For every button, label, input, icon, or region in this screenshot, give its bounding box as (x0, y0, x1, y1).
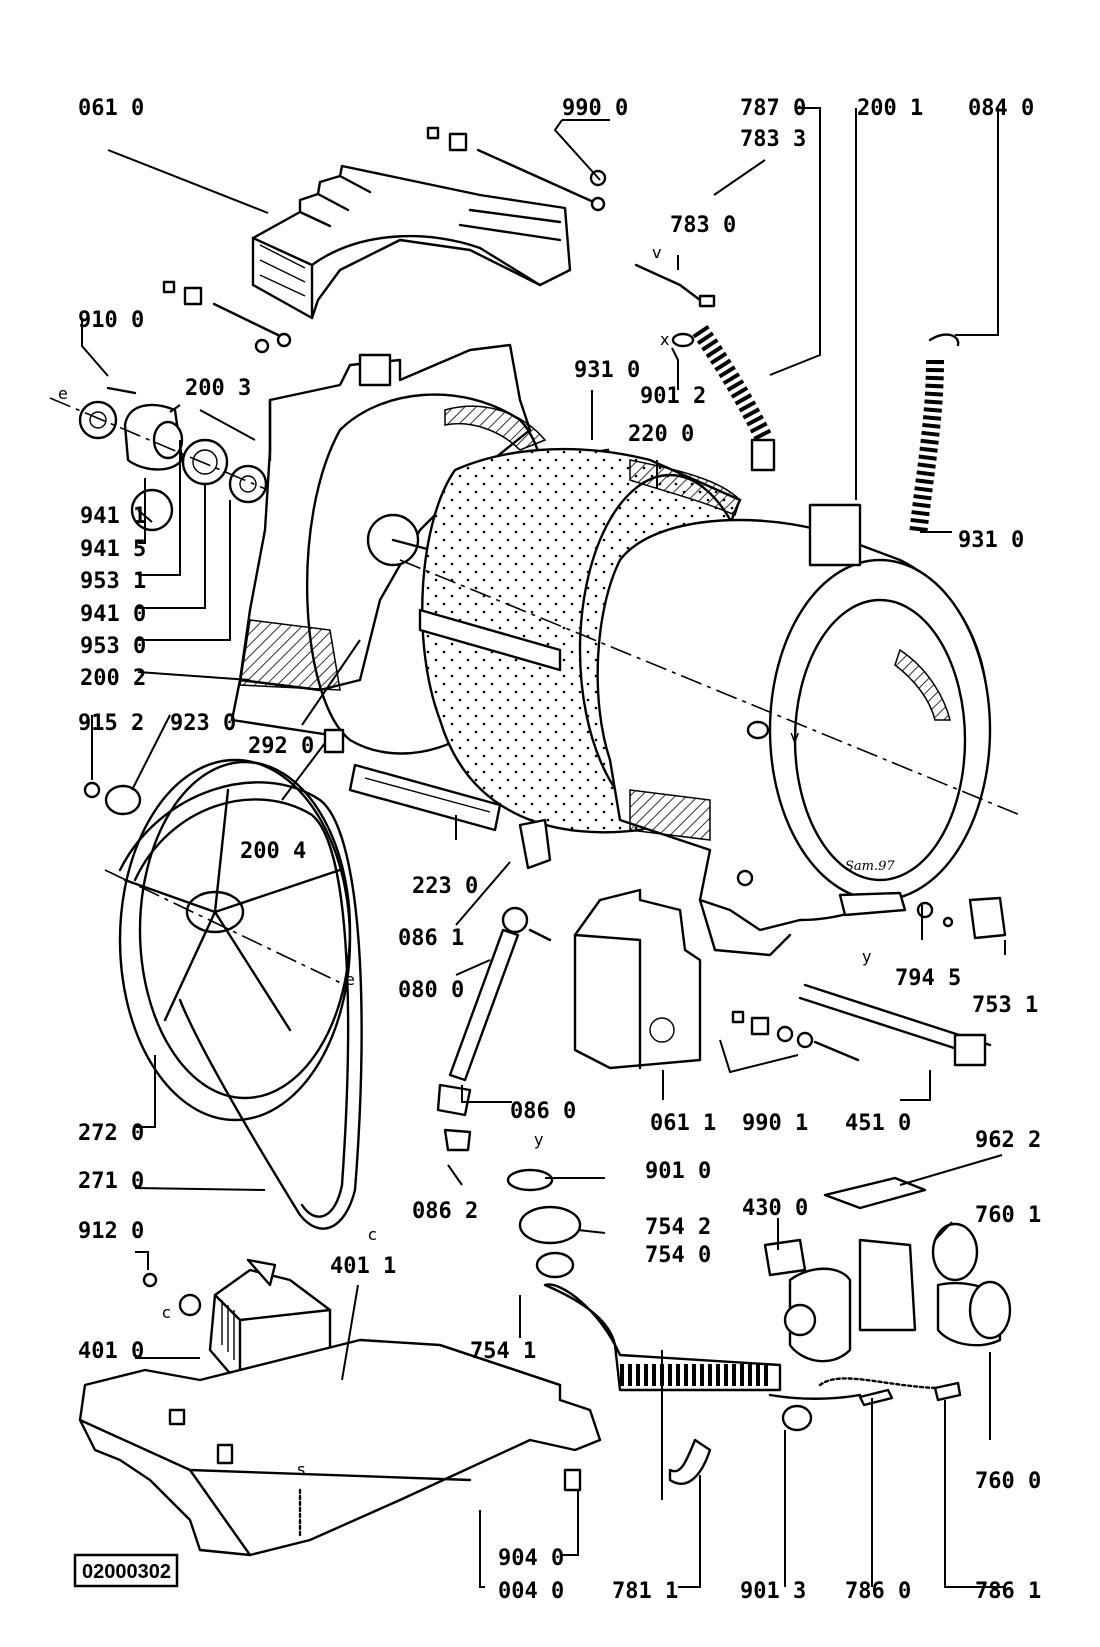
part-number-label: 080 0 (398, 978, 464, 1003)
screw-set-990-1 (731, 1010, 860, 1062)
part-number-label: 786 1 (975, 1579, 1041, 1604)
connection-letter: y (862, 947, 871, 966)
part-number-label: 783 0 (670, 213, 736, 238)
drum-axis (399, 559, 1021, 816)
clip-200-4 (323, 728, 345, 754)
part-number-label: 953 1 (80, 569, 146, 594)
part-number-label: 753 1 (972, 993, 1038, 1018)
connection-letter: e (58, 384, 68, 403)
part-number-label: 754 0 (645, 1243, 711, 1268)
part-number-label: 200 1 (857, 96, 923, 121)
part-number-label: 962 2 (975, 1128, 1041, 1153)
part-number-label: 086 2 (412, 1199, 478, 1224)
part-number-label: 004 0 (498, 1579, 564, 1604)
connection-letter: v (652, 243, 661, 262)
sump-hose (506, 1168, 782, 1485)
part-number-label: 923 0 (170, 711, 236, 736)
leader-lines (81, 107, 1006, 1588)
connection-letter: y (534, 1130, 543, 1149)
part-number-label: 941 1 (80, 504, 146, 529)
filter-760 (931, 1222, 1012, 1347)
part-number-label: 783 3 (740, 127, 806, 152)
part-number-label: 931 0 (958, 528, 1024, 553)
part-number-label: 781 1 (612, 1579, 678, 1604)
part-number-label: 910 0 (78, 308, 144, 333)
drum-pulley (104, 758, 352, 1122)
reference-code-box: 02000302 (73, 1553, 179, 1588)
part-number-label: 451 0 (845, 1111, 911, 1136)
rear-tub-half (230, 343, 552, 755)
hose-clamp-901-3 (781, 1404, 813, 1432)
counterweight-061-1 (573, 888, 702, 1070)
part-number-label: 272 0 (78, 1121, 144, 1146)
connection-letter: x (660, 330, 669, 349)
part-labels: 061 0 990 0 787 0 783 3 200 1 084 0 783 0 910 0… (78, 96, 1041, 1604)
inlet-hose (634, 263, 776, 472)
part-number-label: 901 2 (640, 384, 706, 409)
connection-letter: v (790, 727, 799, 746)
part-number-label: 061 1 (650, 1111, 716, 1136)
part-number-label: 941 5 (80, 537, 146, 562)
part-number-label: 084 0 (968, 96, 1034, 121)
connection-letter: c (368, 1225, 377, 1244)
part-number-label: 430 0 (742, 1196, 808, 1221)
part-number-label: 904 0 (498, 1546, 564, 1571)
front-tub-half: Sam.97 (596, 503, 992, 957)
pump-wires-786 (818, 1377, 962, 1407)
part-number-label: 953 0 (80, 634, 146, 659)
signature: Sam.97 (845, 859, 895, 874)
part-number-label: 901 3 (740, 1579, 806, 1604)
drain-pump-430 (763, 1238, 917, 1400)
top-cover (251, 164, 572, 320)
screw-set-top (162, 126, 607, 354)
part-number-label: 223 0 (412, 874, 478, 899)
rear-bearings (49, 386, 269, 532)
part-number-label: 941 0 (80, 602, 146, 627)
air-hose-931-right (909, 333, 960, 536)
part-number-label: 200 3 (185, 376, 251, 401)
label-sheet-962 (823, 1176, 927, 1210)
part-number-label: 292 0 (248, 734, 314, 759)
part-number-label: 754 1 (470, 1339, 536, 1364)
part-number-label: 915 2 (78, 711, 144, 736)
part-number-label: 787 0 (740, 96, 806, 121)
part-number-label: 760 1 (975, 1203, 1041, 1228)
part-number-label: 760 0 (975, 1469, 1041, 1494)
part-number-label: 901 0 (645, 1159, 711, 1184)
drum-lifter-223 (348, 763, 502, 832)
part-number-label: 086 1 (398, 926, 464, 951)
part-number-label: 754 2 (645, 1215, 711, 1240)
base-frame (78, 1338, 602, 1557)
pulley-nut-washer (83, 781, 142, 816)
connection-letter: s (297, 1460, 305, 1479)
connection-letter: c (162, 1303, 171, 1322)
part-number-label: 912 0 (78, 1219, 144, 1244)
part-number-label: 794 5 (895, 966, 961, 991)
part-number-label: 931 0 (574, 358, 640, 383)
connection-letter: e (345, 970, 355, 989)
reference-code: 02000302 (82, 1561, 171, 1583)
part-number-label: 271 0 (78, 1169, 144, 1194)
part-number-label: 061 0 (78, 96, 144, 121)
part-number-label: 786 0 (845, 1579, 911, 1604)
part-number-label: 086 0 (510, 1099, 576, 1124)
part-number-label: 401 1 (330, 1254, 396, 1279)
part-number-label: 200 2 (80, 666, 146, 691)
part-number-label: 990 1 (742, 1111, 808, 1136)
part-number-label: 401 0 (78, 1339, 144, 1364)
part-number-label: 200 4 (240, 839, 306, 864)
part-number-label: 990 0 (562, 96, 628, 121)
part-number-label: 220 0 (628, 422, 694, 447)
heater-451 (798, 983, 992, 1067)
drive-belt (118, 781, 363, 1230)
